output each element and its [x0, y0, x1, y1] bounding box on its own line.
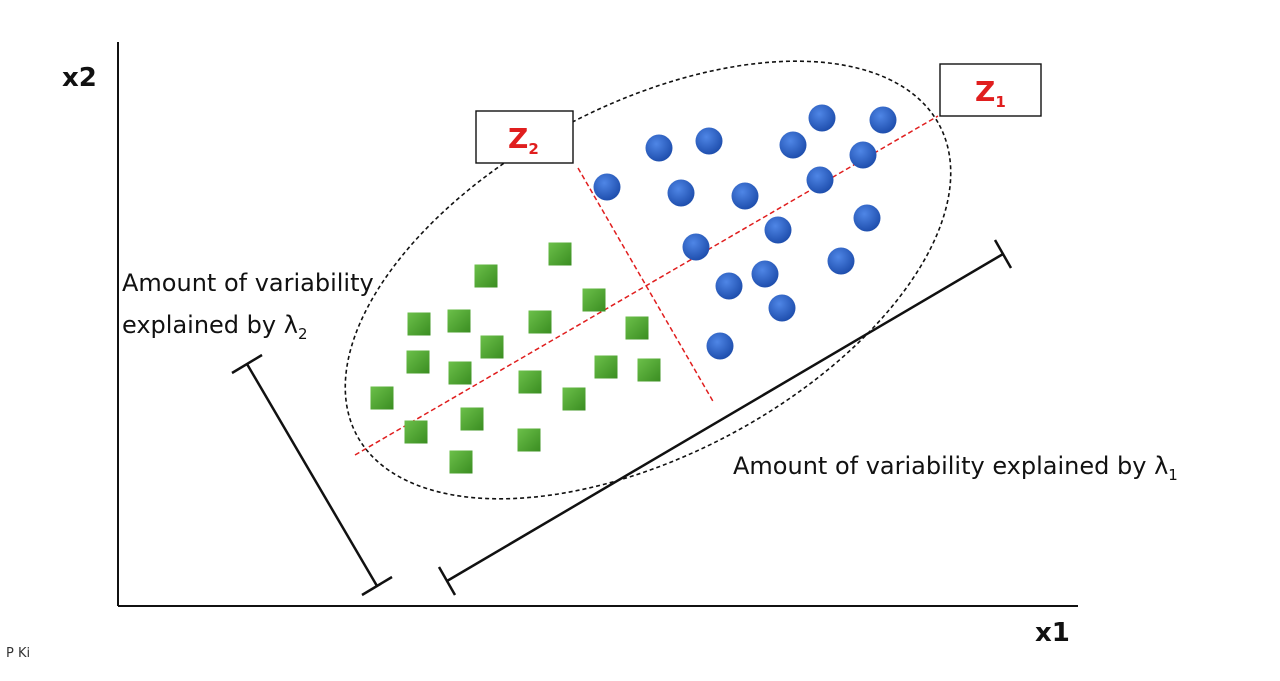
green-square-marker [474, 264, 498, 288]
blue-circle-marker [869, 106, 897, 134]
blue-circle-marker [715, 272, 743, 300]
green-square-marker [594, 355, 618, 379]
x-axis-label: x1 [1035, 618, 1070, 648]
green-square-marker [407, 312, 431, 336]
pc2-line [577, 167, 715, 404]
green-square-marker [625, 316, 649, 340]
green-square-marker [480, 335, 504, 359]
blue-circle-marker [695, 127, 723, 155]
z2-subscript: 2 [528, 140, 538, 158]
green-square-marker [406, 350, 430, 374]
blue-circle-marker [827, 247, 855, 275]
blue-circle-marker [764, 216, 792, 244]
lambda2-caption-line2: explained by λ2 [122, 311, 307, 343]
blue-class-points [593, 104, 897, 360]
green-square-marker [460, 407, 484, 431]
green-square-marker [449, 450, 473, 474]
lambda2-subscript: 2 [298, 325, 308, 343]
green-class-points [370, 242, 661, 474]
z2-letter: Z [508, 122, 528, 155]
green-square-marker [518, 370, 542, 394]
footer-text: P Ki [6, 646, 30, 661]
green-square-marker [448, 361, 472, 385]
z1-letter: Z [975, 75, 995, 108]
lambda1-bracket [437, 239, 1013, 596]
lambda2-caption-text: explained by λ [122, 311, 298, 339]
z2-label-box: Z2 [475, 110, 574, 164]
blue-circle-marker [808, 104, 836, 132]
lambda1-caption: Amount of variability explained by λ1 [733, 452, 1178, 484]
lambda1-subscript: 1 [1168, 466, 1178, 484]
svg-text:Z2: Z2 [508, 122, 539, 158]
z1-label-box: Z1 [939, 63, 1042, 117]
data-ellipse [344, 60, 952, 500]
blue-circle-marker [751, 260, 779, 288]
green-square-marker [582, 288, 606, 312]
green-square-marker [447, 309, 471, 333]
green-square-marker [370, 386, 394, 410]
blue-circle-marker [849, 141, 877, 169]
green-square-marker [637, 358, 661, 382]
y-axis-label: x2 [62, 63, 97, 93]
svg-text:Z1: Z1 [975, 75, 1006, 111]
green-square-marker [404, 420, 428, 444]
blue-circle-marker [645, 134, 673, 162]
blue-circle-marker [706, 332, 734, 360]
blue-circle-marker [682, 233, 710, 261]
blue-circle-marker [779, 131, 807, 159]
blue-circle-marker [768, 294, 796, 322]
blue-circle-marker [593, 173, 621, 201]
green-square-marker [562, 387, 586, 411]
green-square-marker [528, 310, 552, 334]
blue-circle-marker [731, 182, 759, 210]
lambda1-caption-text: Amount of variability explained by λ [733, 452, 1168, 480]
green-square-marker [548, 242, 572, 266]
green-square-marker [517, 428, 541, 452]
blue-circle-marker [667, 179, 695, 207]
z1-subscript: 1 [995, 93, 1005, 111]
blue-circle-marker [853, 204, 881, 232]
lambda2-bracket [231, 353, 393, 597]
blue-circle-marker [806, 166, 834, 194]
lambda2-caption-line1: Amount of variability [122, 269, 374, 297]
